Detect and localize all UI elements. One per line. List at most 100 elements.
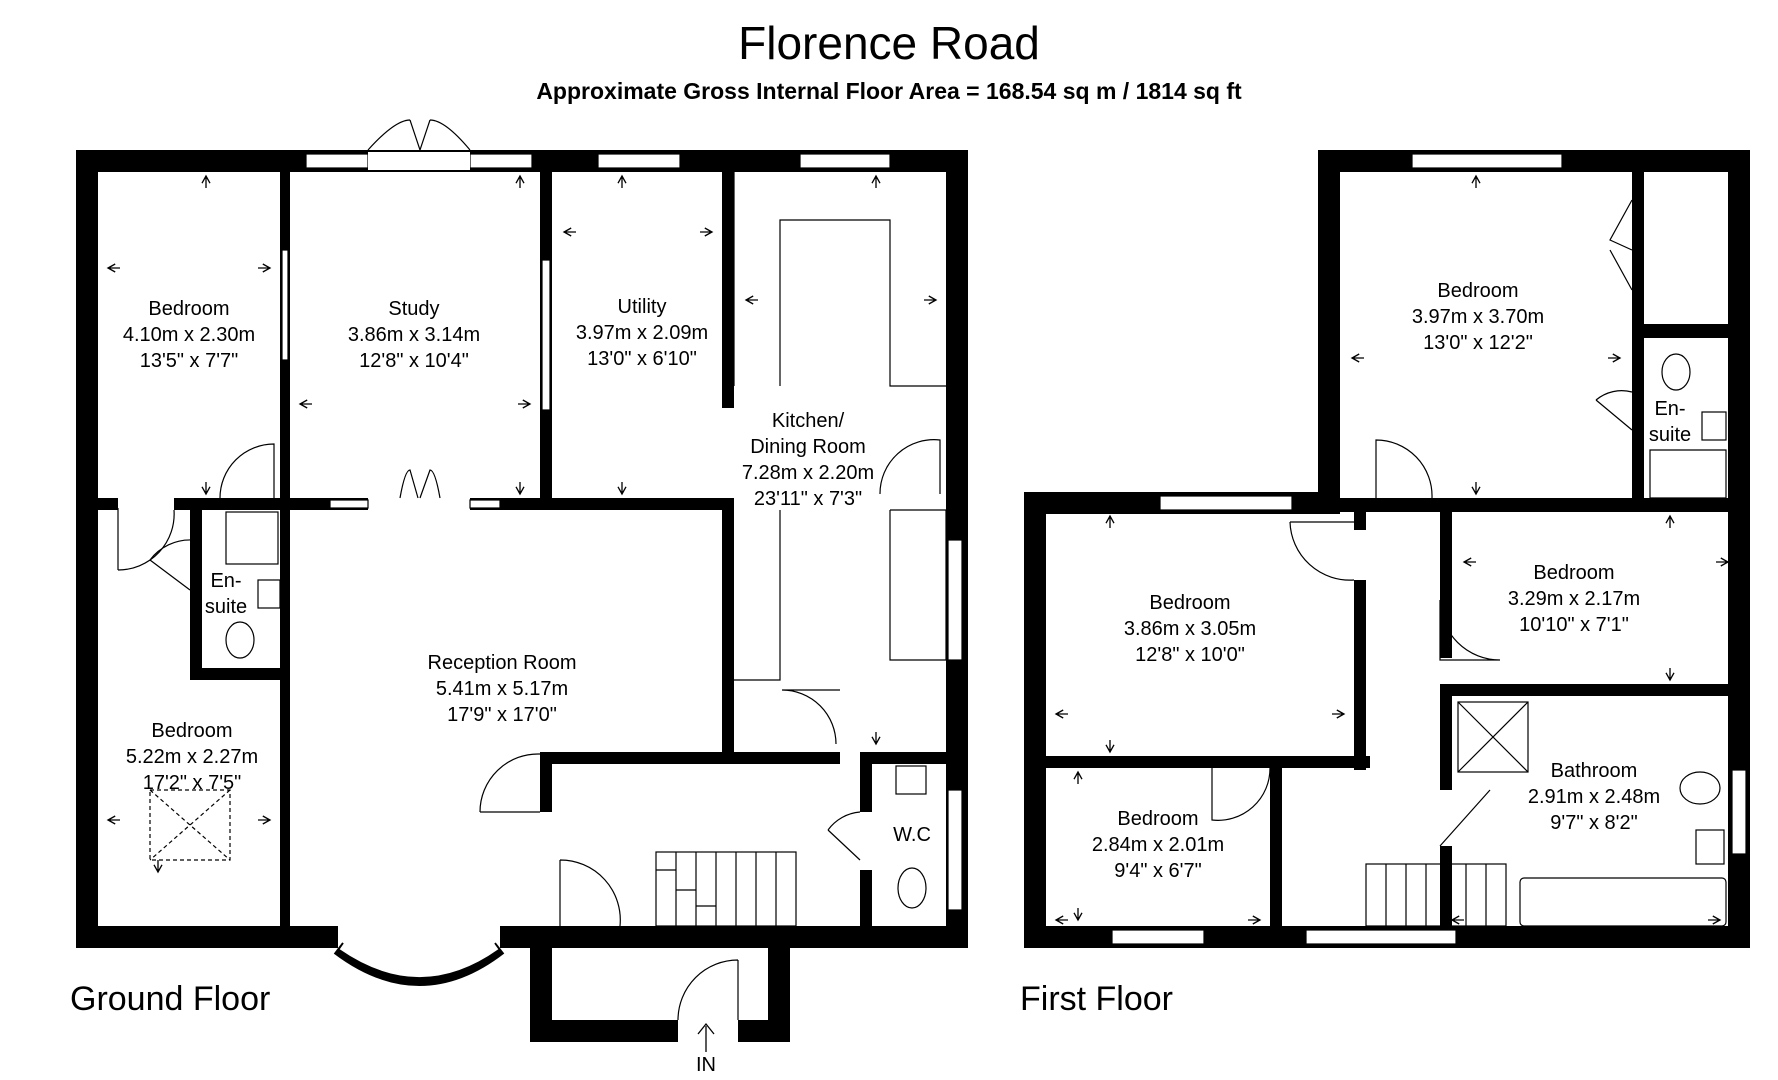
dimension-arrow bbox=[924, 295, 938, 305]
first-wall-bedroom2-east bbox=[1354, 580, 1366, 770]
room-imperial: 9'4" x 6'7" bbox=[1114, 860, 1202, 882]
room-metric: 5.41m x 5.17m bbox=[435, 678, 569, 700]
first-door-wardrobe bbox=[1609, 199, 1633, 291]
bathroom-shower bbox=[1457, 701, 1529, 773]
dimension-arrow bbox=[1665, 668, 1675, 682]
ground-stairs bbox=[655, 851, 797, 927]
first-door-ensuite bbox=[1595, 390, 1633, 431]
first-wall-ensuite-west bbox=[1632, 172, 1644, 502]
room-metric: 3.86m x 3.05m bbox=[1123, 618, 1257, 640]
reception-room-label: Reception Room 5.41m x 5.17m 17'9" x 17'… bbox=[428, 650, 577, 728]
porch-wall-south-left bbox=[530, 1020, 678, 1042]
room-imperial: 10'10" x 7'1" bbox=[1519, 614, 1629, 636]
window-study-south-right bbox=[469, 499, 501, 509]
dimension-arrow bbox=[1105, 740, 1115, 754]
entrance-arrow bbox=[697, 1022, 715, 1052]
window-study-left bbox=[305, 153, 369, 169]
door-kitchen-east bbox=[879, 439, 941, 495]
window-utility bbox=[597, 153, 681, 169]
dimension-arrow bbox=[1054, 915, 1068, 925]
window-study-south-left bbox=[329, 499, 369, 509]
first-floor-plan bbox=[1024, 150, 1750, 948]
wc-label: W.C bbox=[893, 822, 931, 848]
window-kitchen-east bbox=[947, 539, 963, 661]
first-ensuite-basin bbox=[1701, 411, 1727, 441]
room-metric: 4.10m x 2.30m bbox=[122, 324, 256, 346]
room-name: W.C bbox=[893, 824, 931, 846]
dimension-arrow bbox=[1073, 770, 1083, 784]
entrance-label: IN bbox=[696, 1054, 716, 1076]
dimension-arrow bbox=[1716, 557, 1730, 567]
room-metric: 2.91m x 2.48m bbox=[1527, 786, 1661, 808]
french-door-study-south bbox=[399, 469, 441, 499]
dimension-arrow bbox=[258, 263, 272, 273]
first-bedroom-2-label: Bedroom 3.86m x 3.05m 12'8" x 10'0" bbox=[1124, 590, 1256, 668]
first-bedroom-3-label: Bedroom 3.29m x 2.17m 10'10" x 7'1" bbox=[1508, 560, 1640, 638]
bay-window-glass bbox=[339, 942, 499, 977]
ground-floor-plan bbox=[76, 119, 968, 1052]
wall-hall-west bbox=[540, 752, 552, 812]
first-wall-bedroom3-west bbox=[1440, 508, 1452, 658]
dimension-arrow bbox=[515, 482, 525, 496]
room-imperial: 13'5" x 7'7" bbox=[139, 350, 239, 372]
room-imperial: 12'8" x 10'0" bbox=[1135, 644, 1245, 666]
ensuite-basin bbox=[257, 579, 281, 609]
first-window-bedroom1 bbox=[1411, 153, 1563, 169]
ground-outer-wall-south-left bbox=[76, 926, 338, 948]
first-wall-landing-stub bbox=[1354, 508, 1366, 530]
room-name-line2: suite bbox=[204, 596, 248, 618]
room-imperial: 17'9" x 17'0" bbox=[447, 704, 557, 726]
dimension-arrow bbox=[515, 174, 525, 188]
dimension-arrow bbox=[1471, 174, 1481, 188]
room-metric: 3.29m x 2.17m bbox=[1507, 588, 1641, 610]
first-outer-wall-east bbox=[1728, 150, 1750, 948]
bay-window bbox=[333, 942, 505, 986]
bathroom-shower-cross bbox=[1457, 701, 1529, 773]
room-name: Bedroom bbox=[1437, 280, 1519, 302]
dimension-arrow bbox=[1073, 908, 1083, 922]
porch-wall-south-right bbox=[738, 1020, 790, 1042]
dimension-arrow bbox=[1462, 557, 1476, 567]
dimension-arrow bbox=[106, 263, 120, 273]
porch-wall-east bbox=[768, 926, 790, 1042]
window-bedroom-study bbox=[281, 249, 289, 361]
first-door-bedroom2 bbox=[1289, 521, 1355, 581]
dimension-arrow bbox=[1708, 915, 1722, 925]
dimension-arrows bbox=[106, 174, 1730, 925]
room-name: Bedroom bbox=[1533, 562, 1615, 584]
door-reception-hall bbox=[479, 753, 541, 813]
first-bedroom-4-label: Bedroom 2.84m x 2.01m 9'4" x 6'7" bbox=[1092, 806, 1224, 884]
plan-title: Florence Road bbox=[738, 17, 1040, 69]
first-wall-wardrobe-south bbox=[1644, 324, 1730, 338]
room-metric: 7.28m x 2.20m bbox=[741, 462, 875, 484]
first-wall-bedroom4-east bbox=[1270, 758, 1282, 928]
dimension-arrow bbox=[1350, 353, 1364, 363]
dimension-arrow bbox=[298, 399, 312, 409]
room-name-line1: En- bbox=[1654, 398, 1686, 420]
dimension-arrow bbox=[700, 227, 714, 237]
window-study-right bbox=[469, 153, 533, 169]
first-window-bathroom bbox=[1731, 769, 1747, 855]
wall-hall-north bbox=[540, 752, 840, 764]
room-imperial: 17'2" x 7'5" bbox=[142, 772, 242, 794]
room-metric: 3.86m x 3.14m bbox=[347, 324, 481, 346]
room-name-line1: Kitchen/ bbox=[771, 410, 845, 432]
dimension-arrow bbox=[871, 732, 881, 746]
first-window-landing bbox=[1305, 929, 1457, 945]
wc-basin bbox=[895, 765, 927, 795]
dimension-arrow bbox=[1608, 353, 1622, 363]
first-ensuite-toilet bbox=[1661, 353, 1691, 391]
first-ensuite-label: En- suite bbox=[1649, 396, 1691, 448]
utility-label: Utility 3.97m x 2.09m 13'0" x 6'10" bbox=[576, 294, 708, 372]
room-name: Utility bbox=[617, 296, 667, 318]
kitchen-worktop-lower bbox=[734, 509, 947, 681]
ground-bedroom-2-label: Bedroom 5.22m x 2.27m 17'2" x 7'5" bbox=[126, 718, 258, 796]
room-metric: 3.97m x 3.70m bbox=[1411, 306, 1545, 328]
dimension-arrow bbox=[1450, 915, 1464, 925]
first-window-bedroom2 bbox=[1159, 495, 1293, 511]
door-bedroom1 bbox=[117, 508, 175, 571]
room-name-line2: suite bbox=[1648, 424, 1692, 446]
kitchen-dining-label: Kitchen/ Dining Room 7.28m x 2.20m 23'11… bbox=[742, 408, 874, 512]
room-imperial: 12'8" x 10'4" bbox=[359, 350, 469, 372]
bathroom-label: Bathroom 2.91m x 2.48m 9'7" x 8'2" bbox=[1528, 758, 1660, 836]
